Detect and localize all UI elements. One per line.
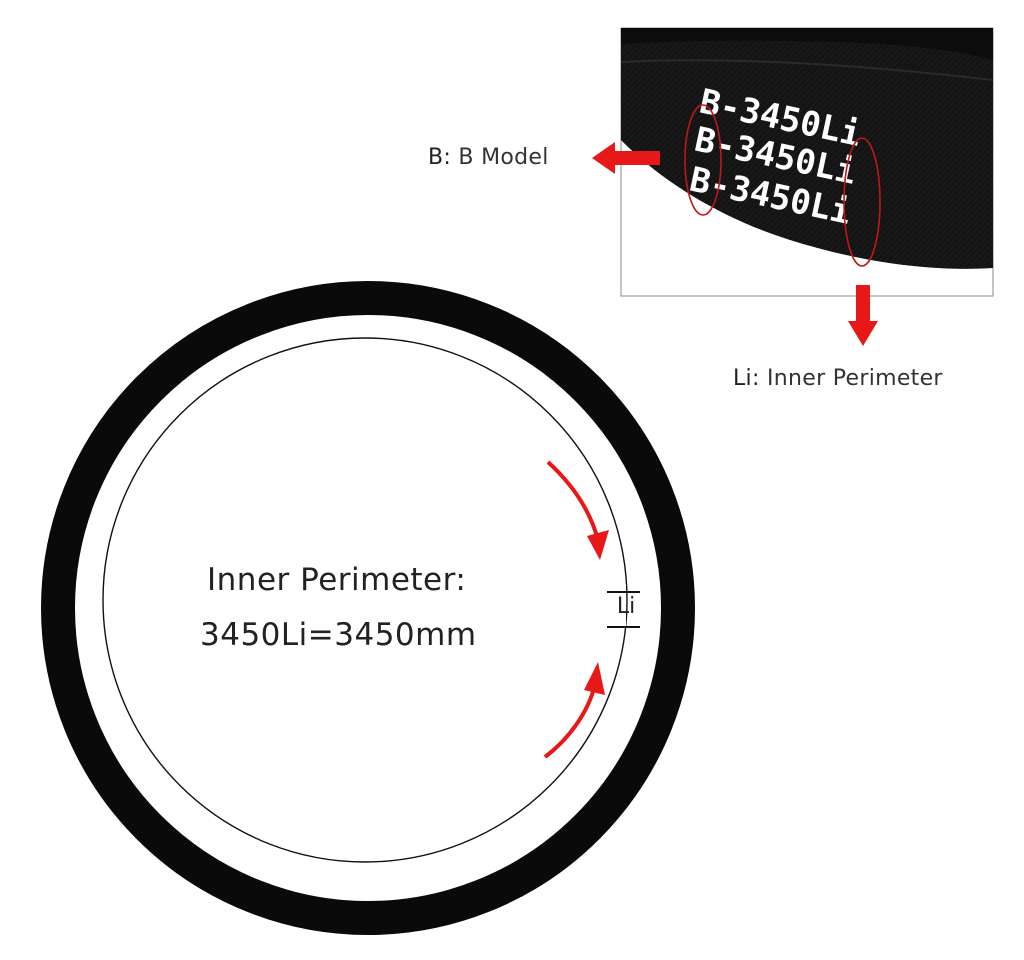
belt-band xyxy=(621,28,993,269)
ellipse-model-highlight xyxy=(684,104,722,216)
inner-perimeter-value: 3450Li=3450mm xyxy=(200,617,477,653)
belt-photo-inset: B-3450Li B-3450Li B-3450Li xyxy=(620,27,994,297)
label-b-key: B: xyxy=(428,145,452,170)
arrow-to-b-model xyxy=(592,142,660,174)
arrow-to-li-label xyxy=(848,285,878,346)
label-li-text: Inner Perimeter xyxy=(766,366,943,391)
label-li-inner-perimeter: Li: Inner Perimeter xyxy=(733,366,943,391)
label-li-key: Li: xyxy=(733,366,760,391)
belt-ring-outer xyxy=(41,281,695,935)
belt-edge-line xyxy=(621,59,993,81)
ellipse-li-highlight xyxy=(843,137,881,267)
label-b-text: B Model xyxy=(458,145,549,170)
arrow-lower-curved xyxy=(543,662,605,759)
belt-edge xyxy=(621,28,993,60)
li-marker-label: Li xyxy=(616,594,636,619)
inner-perimeter-heading: Inner Perimeter: xyxy=(207,562,467,598)
li-marker xyxy=(607,584,640,628)
label-b-model: B: B Model xyxy=(428,145,549,170)
inner-perimeter-line xyxy=(102,337,628,863)
arrow-upper-curved xyxy=(546,460,609,560)
